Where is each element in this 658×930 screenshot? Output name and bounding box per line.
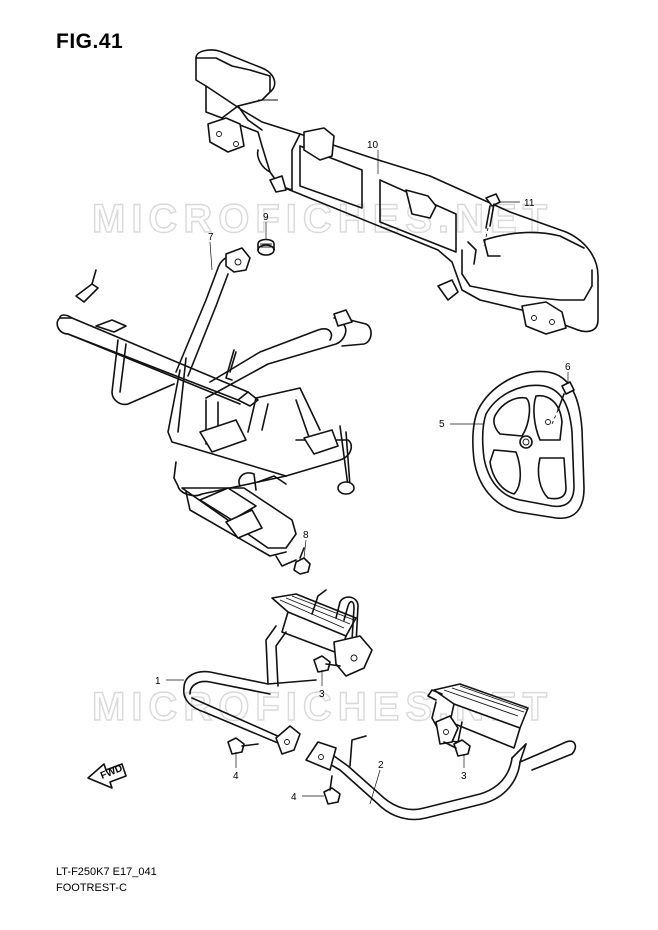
part-2-footrest-right: [305, 683, 577, 821]
leader-lines: [166, 150, 569, 805]
part-1-footrest-left: [182, 589, 373, 755]
model-code: LT-F250K7 E17_041: [56, 866, 157, 878]
part-10-rear-guard: [195, 49, 599, 335]
part-8-bolt: [293, 547, 311, 575]
callout-2: 2: [378, 760, 384, 771]
section-name: FOOTREST-C: [56, 882, 127, 894]
part-11-bolt: [483, 193, 501, 247]
part-5-plate: [472, 370, 585, 519]
figure-title: FIG.41: [56, 30, 124, 53]
callout-6: 6: [565, 362, 571, 373]
part-6-bolt: [551, 381, 575, 425]
watermark-top: MICROFICHES.NET: [92, 197, 553, 241]
callout-11: 11: [524, 198, 535, 209]
part-7-front-guard: [56, 247, 372, 567]
callout-3a: 3: [319, 689, 325, 700]
part-4a-bolt: [227, 737, 259, 755]
callout-8: 8: [303, 530, 309, 541]
part-9-cap: [257, 238, 275, 256]
callout-7: 7: [208, 232, 214, 243]
callout-4a: 4: [233, 771, 239, 782]
fwd-arrow-icon: FWD: [87, 763, 127, 789]
callout-5: 5: [439, 419, 445, 430]
part-3b-bolt: [443, 739, 471, 757]
callout-3b: 3: [461, 771, 467, 782]
part-3a-bolt: [313, 655, 341, 673]
callout-9: 9: [263, 212, 269, 223]
callout-4b: 4: [291, 792, 297, 803]
part-4b-bolt: [323, 775, 341, 805]
callout-10: 10: [367, 140, 379, 151]
callout-1: 1: [155, 676, 161, 687]
